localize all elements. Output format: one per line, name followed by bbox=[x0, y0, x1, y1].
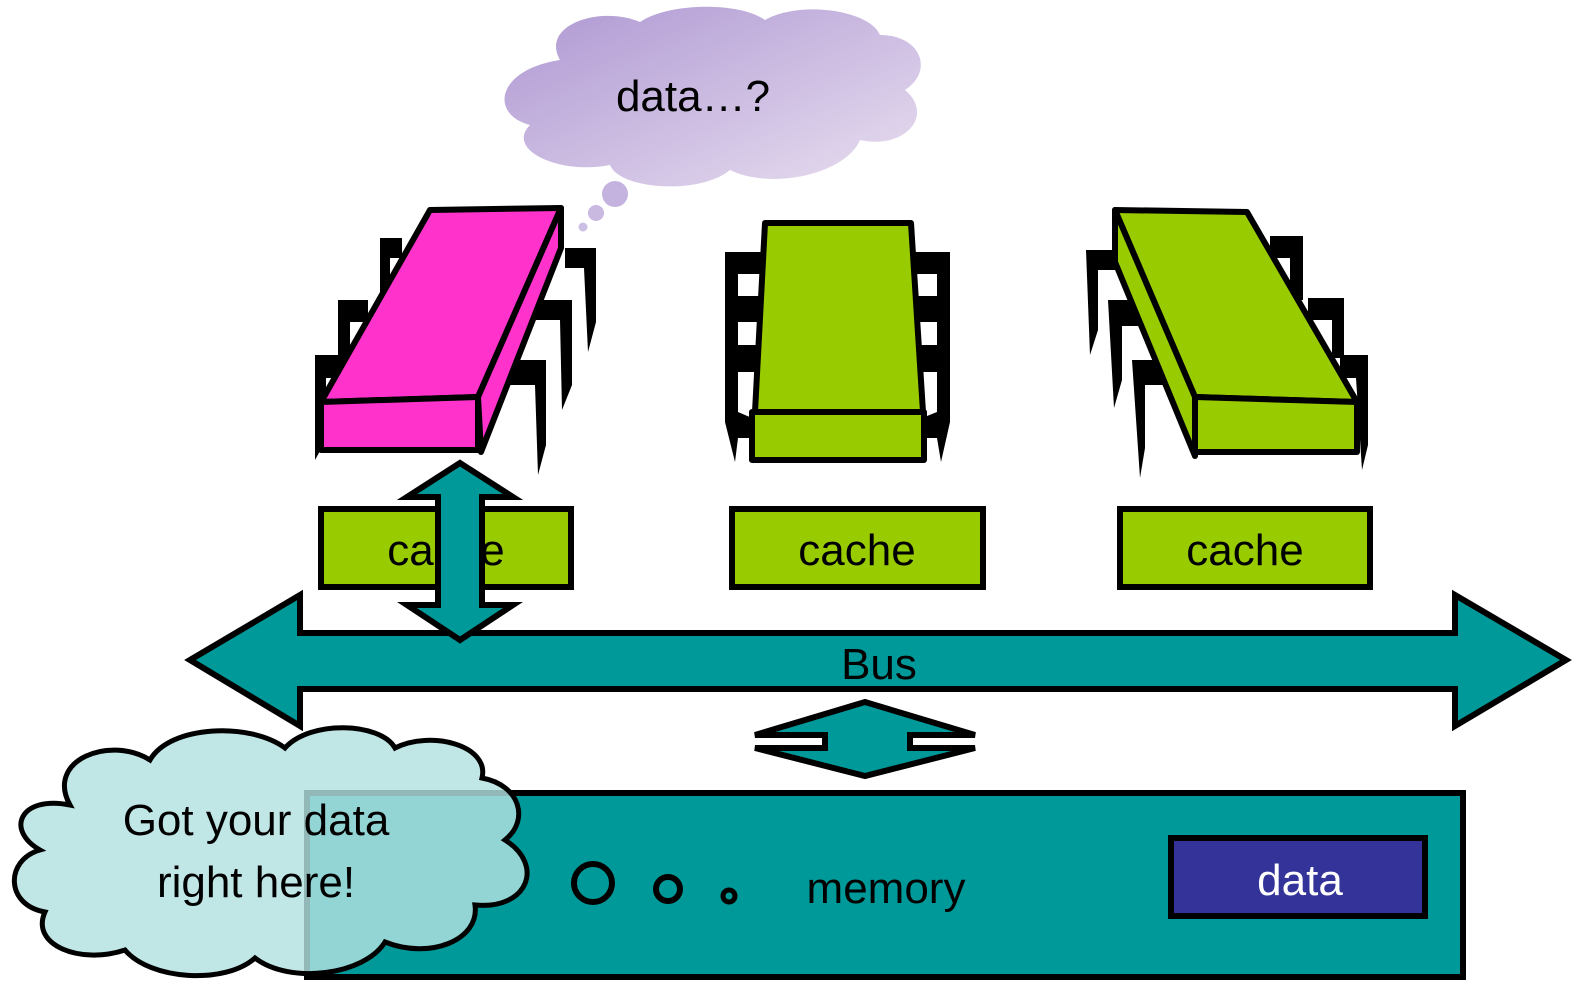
memory-data-label: data bbox=[1257, 856, 1343, 905]
memory-reply-line-1: Got your data bbox=[123, 796, 390, 845]
cache-block-2-label: cache bbox=[798, 526, 915, 575]
memory-reply-cloud: Got your data right here! bbox=[11, 725, 530, 979]
cpu-chip-active-side bbox=[475, 205, 564, 455]
cpu-chip-middle-top bbox=[752, 220, 926, 415]
cpu-chip-middle-pins bbox=[725, 252, 950, 462]
memory-reply-cloud-shape bbox=[11, 725, 530, 979]
bus-arrow bbox=[184, 589, 1572, 732]
memory-data-block bbox=[1168, 835, 1428, 919]
thought-dot-medium bbox=[588, 205, 604, 221]
cache-block-2: cache bbox=[729, 506, 986, 590]
cache-block-3: cache bbox=[1117, 506, 1373, 590]
thought-dot-small bbox=[578, 222, 588, 232]
memory-ellipsis-dot-small bbox=[720, 887, 738, 905]
memory-label: memory bbox=[807, 864, 966, 913]
cpu-chip-right-front bbox=[1192, 394, 1360, 455]
thought-bubble-cloud bbox=[504, 6, 921, 187]
cpu-chip-middle-front bbox=[749, 409, 927, 463]
memory-ellipsis-dot-large bbox=[571, 861, 615, 905]
thought-bubble-text: data…? bbox=[616, 72, 770, 121]
memory-reply-line-2: right here! bbox=[157, 858, 355, 907]
cpu-chip-right-pins bbox=[1086, 236, 1368, 478]
cpu-bus-double-arrow bbox=[396, 459, 524, 644]
cpu-chip-right bbox=[1086, 207, 1368, 478]
cache-block-3-label: cache bbox=[1186, 526, 1303, 575]
bus-memory-double-arrow bbox=[754, 698, 976, 780]
cpu-chip-active-front bbox=[318, 394, 481, 453]
cache-block-3-box bbox=[1117, 506, 1373, 590]
cpu-chip-active bbox=[315, 205, 596, 475]
thought-bubble: data…? bbox=[504, 6, 921, 232]
cpu-chip-middle bbox=[725, 220, 950, 463]
bus-label: Bus bbox=[841, 640, 917, 689]
bus: Bus bbox=[184, 589, 1572, 732]
thought-dot-large bbox=[602, 181, 628, 207]
cache-block-2-box bbox=[729, 506, 986, 590]
cpu-chip-right-side bbox=[1112, 207, 1198, 459]
memory-ellipsis-dot-medium bbox=[653, 874, 683, 904]
